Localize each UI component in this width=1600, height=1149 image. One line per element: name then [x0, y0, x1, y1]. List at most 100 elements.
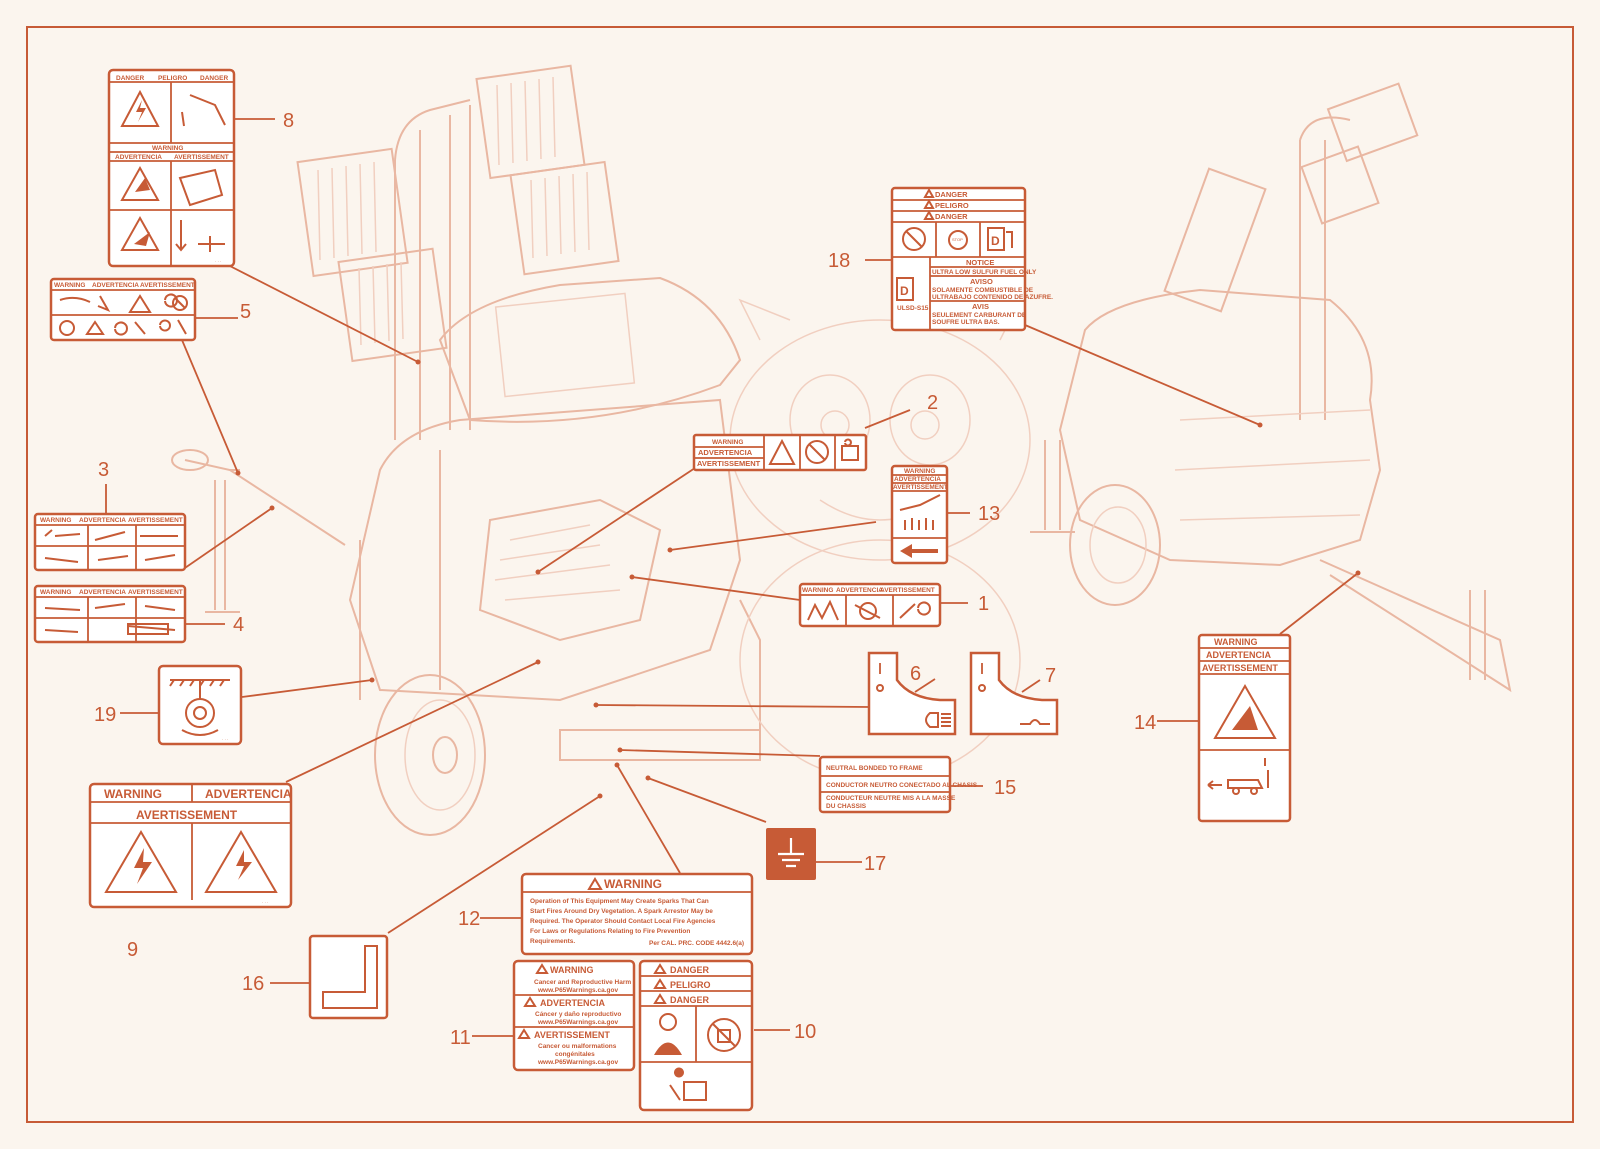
svg-text:AVERTISSEMENT: AVERTISSEMENT: [534, 1030, 610, 1040]
svg-text:DANGER: DANGER: [670, 995, 710, 1005]
electric-shock-icon: [104, 830, 178, 893]
tire-inflation-icon: [59, 295, 111, 312]
svg-text:WARNING: WARNING: [802, 587, 833, 594]
svg-text:3: 3: [98, 459, 109, 481]
crush-hazard-icon: [120, 165, 160, 201]
arrow-tow-icon: [1207, 780, 1222, 790]
svg-text:ADVERTENCIA: ADVERTENCIA: [1206, 650, 1272, 660]
no-smoking-icon: [902, 227, 926, 251]
decal-18: DANGER PELIGRO DANGER STOP D D ULSD-S15 …: [890, 186, 1053, 332]
decal-2: WARNING ADVERTENCIA AVERTISSEMENT: [692, 433, 868, 472]
overhead-line-icon: [181, 94, 226, 127]
svg-text:15: 15: [994, 777, 1016, 799]
svg-text:WARNING: WARNING: [104, 787, 162, 801]
svg-text:DANGER: DANGER: [935, 212, 968, 221]
svg-text:AVERTISSEMENT: AVERTISSEMENT: [893, 484, 948, 491]
light-tower-illustration-rear: [1030, 82, 1512, 693]
svg-text:Per CAL. PRC. CODE 4442.6(a): Per CAL. PRC. CODE 4442.6(a): [649, 940, 744, 947]
svg-text:NEUTRAL BONDED TO FRAME: NEUTRAL BONDED TO FRAME: [826, 765, 923, 772]
diesel-icon: D: [991, 234, 1000, 248]
svg-text:www.P65Warnings.ca.gov: www.P65Warnings.ca.gov: [537, 1019, 618, 1026]
decal-5: WARNING ADVERTENCIA AVERTISSEMENT: [49, 277, 197, 342]
svg-text:ADVERTENCIA: ADVERTENCIA: [79, 589, 126, 596]
svg-text:Operation of This Equipment Ma: Operation of This Equipment May Create S…: [530, 898, 709, 905]
svg-text:congénitales: congénitales: [555, 1051, 595, 1058]
svg-text:16: 16: [242, 973, 264, 995]
read-manual-icon-2: [674, 1067, 684, 1078]
tow-chain-icon: [44, 603, 176, 611]
svg-text:AVERTISSEMENT: AVERTISSEMENT: [140, 282, 195, 289]
decal-1: WARNING ADVERTENCIA AVERTISSEMENT: [798, 582, 942, 628]
decal-3: WARNING ADVERTENCIA AVERTISSEMENT: [33, 512, 187, 572]
svg-text:AVERTISSEMENT: AVERTISSEMENT: [128, 589, 183, 596]
hot-surface-icon: [899, 494, 941, 511]
svg-text:ULSD-S15: ULSD-S15: [897, 305, 929, 312]
svg-text:For Laws or Regulations Relati: For Laws or Regulations Relating to Fire…: [530, 928, 690, 935]
svg-text:12: 12: [458, 908, 480, 930]
svg-text:5: 5: [240, 301, 251, 323]
fan-hazard-icon: [807, 599, 839, 621]
svg-text:WARNING: WARNING: [550, 965, 594, 975]
light-tower-illustration-main: [171, 64, 761, 836]
hitch-icon: [44, 529, 81, 537]
svg-text:10: 10: [794, 1021, 816, 1043]
lug-nut-icon: [85, 320, 146, 336]
svg-text:AVERTISSEMENT: AVERTISSEMENT: [1202, 663, 1278, 673]
hand-fan-icon: [899, 601, 931, 619]
headlight-icon: [925, 712, 951, 728]
svg-text:PELIGRO: PELIGRO: [935, 201, 969, 210]
arrow-left-icon: [900, 544, 938, 558]
decal-15: NEUTRAL BONDED TO FRAME CONDUCTOR NEUTRO…: [818, 755, 978, 814]
engine-stop-icon: [948, 230, 968, 250]
tip-over-hazard-icon: [1213, 683, 1277, 739]
svg-text:WARNING: WARNING: [152, 145, 183, 152]
svg-text:PELIGRO: PELIGRO: [670, 980, 711, 990]
svg-text:18: 18: [828, 250, 850, 272]
electric-hazard-icon: [120, 89, 160, 127]
forklift-pocket-icon: [322, 945, 378, 1009]
leader-lines: [105, 118, 1359, 1037]
svg-text:ULTRABAJO CONTENIDO DE AZUFRE.: ULTRABAJO CONTENIDO DE AZUFRE.: [932, 294, 1053, 301]
svg-text:WARNING: WARNING: [604, 877, 662, 891]
decal-8: DANGER PELIGRO DANGER WARNING ADVERTENCI…: [107, 68, 236, 268]
svg-text:www.P65Warnings.ca.gov: www.P65Warnings.ca.gov: [537, 987, 618, 994]
svg-text:AVERTISSEMENT: AVERTISSEMENT: [880, 587, 935, 594]
decal-4: WARNING ADVERTENCIA AVERTISSEMENT: [33, 584, 187, 644]
svg-text:DANGER: DANGER: [116, 75, 144, 82]
decal-17: [766, 828, 816, 880]
arrowheads: [235, 359, 1361, 799]
svg-text:CONDUCTOR NEUTRO CONECTADO AL: CONDUCTOR NEUTRO CONECTADO AL CHASIS: [826, 782, 978, 789]
decal-9: WARNING ADVERTENCIA AVERTISSEMENT · · ·: [88, 782, 293, 909]
svg-text:7: 7: [1045, 665, 1056, 687]
svg-text:ADVERTENCIA: ADVERTENCIA: [92, 282, 139, 289]
svg-text:Cáncer y daño reproductivo: Cáncer y daño reproductivo: [535, 1011, 621, 1018]
svg-text:WARNING: WARNING: [40, 517, 71, 524]
svg-text:8: 8: [283, 110, 294, 132]
svg-text:WARNING: WARNING: [904, 468, 935, 475]
tower-fall-icon: [178, 168, 224, 207]
svg-text:ADVERTENCIA: ADVERTENCIA: [205, 787, 292, 801]
svg-text:AVIS: AVIS: [972, 302, 989, 311]
svg-text:ADVERTENCIA: ADVERTENCIA: [115, 154, 162, 161]
svg-text:9: 9: [127, 939, 138, 961]
svg-text:ADVERTENCIA: ADVERTENCIA: [894, 476, 941, 483]
svg-text:19: 19: [94, 704, 116, 726]
svg-text:CONDUCTEUR NEUTRE MIS A LA MAS: CONDUCTEUR NEUTRE MIS A LA MASSE: [826, 795, 956, 802]
svg-text:PELIGRO: PELIGRO: [158, 75, 187, 82]
svg-text:Requirements.: Requirements.: [530, 938, 575, 945]
svg-text:Required. The Operator Should: Required. The Operator Should Contact Lo…: [530, 918, 716, 925]
svg-text:Cancer and Reproductive Harm: Cancer and Reproductive Harm: [534, 979, 631, 986]
svg-text:D: D: [900, 284, 909, 298]
svg-text:DANGER: DANGER: [670, 965, 710, 975]
svg-text:SEULEMENT CARBURANT DE: SEULEMENT CARBURANT DE: [932, 312, 1027, 319]
svg-text:17: 17: [864, 853, 886, 875]
svg-text:ADVERTENCIA: ADVERTENCIA: [698, 448, 753, 457]
svg-text:DANGER: DANGER: [200, 75, 228, 82]
svg-text:DU CHASSIS: DU CHASSIS: [826, 803, 867, 810]
decal-10: DANGER PELIGRO DANGER: [638, 959, 754, 1112]
decal-6: [867, 651, 957, 736]
svg-text:· · ·: · · ·: [215, 259, 221, 264]
svg-text:4: 4: [233, 614, 244, 636]
